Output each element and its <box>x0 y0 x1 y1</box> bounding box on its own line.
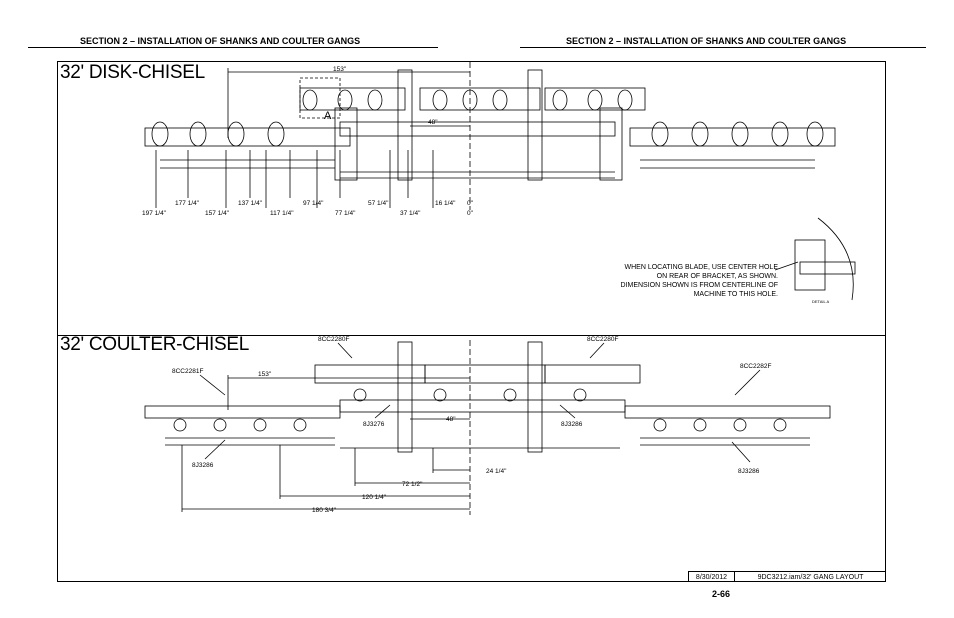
disk-right-wing-bar <box>629 127 836 147</box>
title-block-file: 9DC3212.iam/32' GANG LAYOUT <box>734 571 886 582</box>
detail-a-callout: A <box>324 110 332 122</box>
dim-177: 177 1/4" <box>175 200 200 207</box>
section-header-left: SECTION 2 – INSTALLATION OF SHANKS AND C… <box>80 36 361 46</box>
disk-center-dimension: 48" <box>428 119 438 126</box>
header-rule-right <box>520 47 926 48</box>
disk-center-bar <box>339 121 616 137</box>
page-number: 2-66 <box>712 589 731 599</box>
dim-16: 16 1/4" <box>435 200 456 207</box>
disk-left-top-gang <box>299 87 406 111</box>
detail-a-label: DETAIL A <box>812 299 829 304</box>
coulter-chisel-title: 32' COULTER-CHISEL <box>60 334 249 355</box>
part-left-bracket: 8J3286 <box>192 462 214 469</box>
dim-37: 37 1/4" <box>400 210 421 217</box>
part-right-top: 8CC2280F <box>587 336 618 343</box>
dim-157: 157 1/4" <box>205 210 230 217</box>
dim-137: 137 1/4" <box>238 200 263 207</box>
part-right-bracket: 8J3286 <box>738 468 760 475</box>
disk-top-dimension: 153" <box>333 66 347 73</box>
dim-0-upper: 0" <box>467 200 474 207</box>
dim-117: 117 1/4" <box>270 210 294 217</box>
dim-77: 77 1/4" <box>335 210 356 217</box>
disk-chisel-title: 32' DISK-CHISEL <box>60 62 205 83</box>
disk-center-top-gang <box>419 87 541 111</box>
header-rule-left <box>28 47 438 48</box>
dim-97: 97 1/4" <box>303 200 324 207</box>
part-left-top: 8CC2280F <box>318 336 349 343</box>
coulter-top-dimension: 153" <box>258 371 272 378</box>
dim-120: 120 1/4" <box>362 494 387 501</box>
part-left-wing: 8CC2281F <box>172 368 203 375</box>
drawing-frame <box>57 61 886 582</box>
detail-a-note: WHEN LOCATING BLADE, USE CENTER HOLE ON … <box>620 264 778 298</box>
part-center-right-bracket: 8J3286 <box>561 421 583 428</box>
detail-a-marker-box <box>299 77 341 119</box>
dim-24: 24 1/4" <box>486 468 507 475</box>
dim-180: 180 3/4" <box>312 507 337 514</box>
disk-left-wing-bar <box>144 127 351 147</box>
coulter-center-dimension: 48" <box>446 416 456 423</box>
dim-0-lower: 0" <box>467 210 474 217</box>
drawing-divider <box>57 335 886 336</box>
dim-72: 72 1/2" <box>402 481 423 488</box>
part-center-left-bracket: 8J3276 <box>363 421 385 428</box>
dim-57: 57 1/4" <box>368 200 389 207</box>
part-right-wing: 8CC2282F <box>740 363 771 370</box>
section-header-right: SECTION 2 – INSTALLATION OF SHANKS AND C… <box>566 36 847 46</box>
title-block-date: 8/30/2012 <box>688 571 734 582</box>
dim-197: 197 1/4" <box>142 210 167 217</box>
